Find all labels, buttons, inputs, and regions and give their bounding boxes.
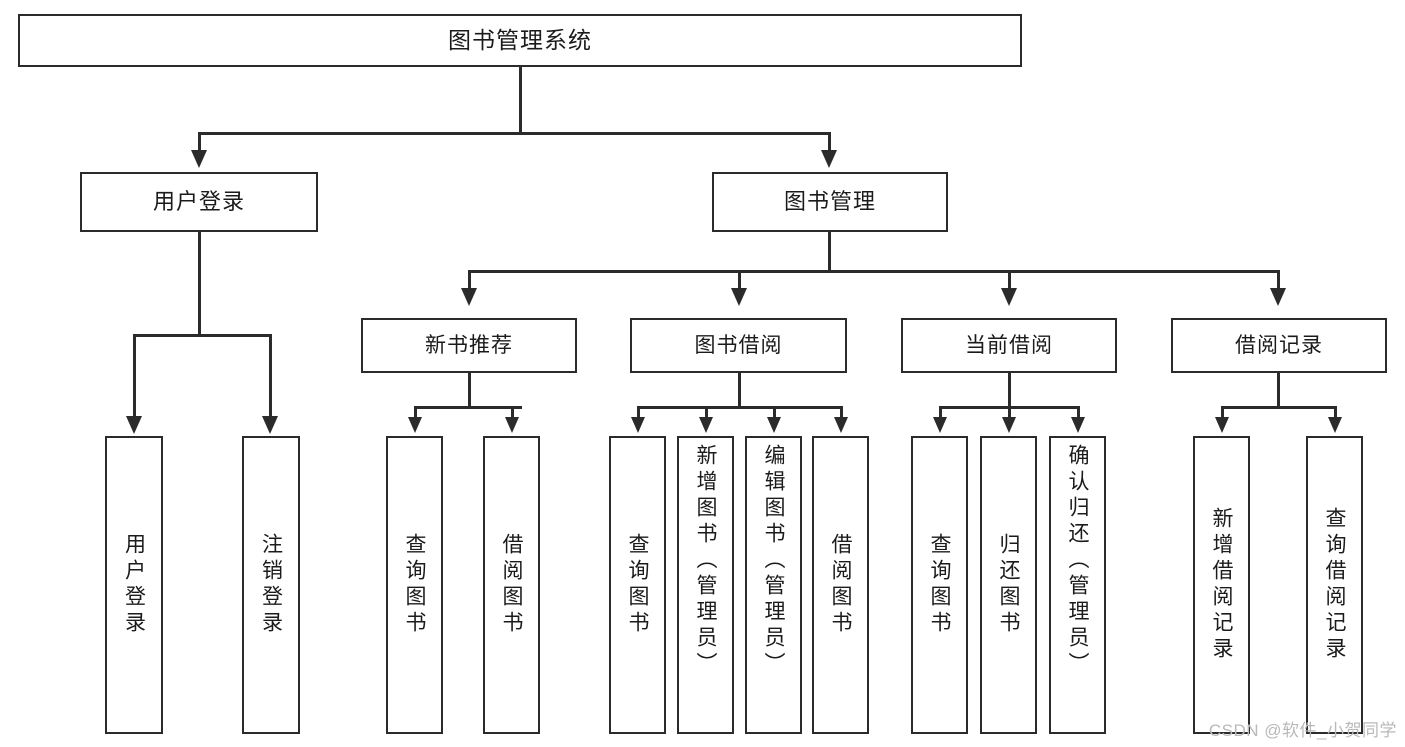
- arrow-currentborrow-to-leaf3: [1071, 417, 1085, 433]
- edge-userlogin-to-leaf2: [269, 334, 272, 418]
- node-book-management[interactable]: 图书管理: [712, 172, 948, 232]
- node-label: 当前借阅: [965, 333, 1053, 357]
- edge-bookborrow-bar: [637, 406, 842, 409]
- node-label: 查询图书: [928, 533, 951, 637]
- leaf-query-book-current[interactable]: 查询图书: [911, 436, 968, 734]
- node-current-borrow[interactable]: 当前借阅: [901, 318, 1117, 373]
- node-label: 编辑图书（管理员）: [762, 444, 785, 678]
- edge-userlogin-bar: [133, 334, 271, 337]
- node-label: 图书借阅: [694, 333, 783, 357]
- leaf-query-book-newbook[interactable]: 查询图书: [386, 436, 443, 734]
- node-label: 查询图书: [403, 533, 426, 637]
- arrow-currentborrow-to-leaf2: [1002, 417, 1016, 433]
- edge-currentborrow-to-leaf2: [1008, 406, 1011, 418]
- leaf-edit-book-admin[interactable]: 编辑图书（管理员）: [745, 436, 802, 734]
- node-label: 借阅记录: [1235, 333, 1323, 357]
- arrow-bookmgmt-to-borrow: [731, 288, 747, 306]
- node-label: 注销登录: [259, 533, 283, 637]
- arrow-newbook-to-leaf1: [408, 417, 422, 433]
- leaf-logout[interactable]: 注销登录: [242, 436, 300, 734]
- edge-newbook-down: [468, 373, 471, 408]
- edge-bookborrow-to-leaf3: [773, 406, 776, 418]
- arrow-bookborrow-to-leaf3: [767, 417, 781, 433]
- node-label: 新增图书（管理员）: [694, 444, 717, 678]
- edge-bookborrow-to-leaf2: [705, 406, 708, 418]
- arrow-bookborrow-to-leaf1: [631, 417, 645, 433]
- arrow-newbook-to-leaf2: [505, 417, 519, 433]
- node-new-book-recommend[interactable]: 新书推荐: [361, 318, 577, 373]
- edge-borrowrecord-to-leaf1: [1221, 406, 1224, 418]
- leaf-query-borrow-record[interactable]: 查询借阅记录: [1306, 436, 1363, 734]
- edge-root-bar: [198, 132, 830, 135]
- edge-newbook-to-leaf2: [511, 406, 514, 418]
- arrow-bookborrow-to-leaf2: [699, 417, 713, 433]
- arrow-bookmgmt-to-current: [1001, 288, 1017, 306]
- node-user-login[interactable]: 用户登录: [80, 172, 318, 232]
- arrow-bookmgmt-to-new: [461, 288, 477, 306]
- edge-bookmgmt-to-new: [468, 270, 471, 292]
- leaf-add-book-admin[interactable]: 新增图书（管理员）: [677, 436, 734, 734]
- edge-currentborrow-down: [1008, 373, 1011, 408]
- arrow-currentborrow-to-leaf1: [933, 417, 947, 433]
- node-label: 借阅图书: [500, 533, 523, 637]
- edge-bookmgmt-to-borrow: [738, 270, 741, 292]
- arrow-borrowrecord-to-leaf1: [1215, 417, 1229, 433]
- edge-root-to-login: [198, 132, 201, 154]
- edge-newbook-to-leaf1: [414, 406, 417, 418]
- node-label: 归还图书: [997, 533, 1020, 637]
- leaf-user-login[interactable]: 用户登录: [105, 436, 163, 734]
- arrow-borrowrecord-to-leaf2: [1328, 417, 1342, 433]
- arrow-bookborrow-to-leaf4: [834, 417, 848, 433]
- arrow-userlogin-to-leaf1: [126, 416, 142, 434]
- edge-borrowrecord-down: [1277, 373, 1280, 408]
- edge-borrowrecord-bar: [1221, 406, 1336, 409]
- edge-userlogin-to-leaf1: [133, 334, 136, 418]
- node-root-system[interactable]: 图书管理系统: [18, 14, 1022, 67]
- arrow-root-to-bookmgmt: [821, 150, 837, 168]
- arrow-userlogin-to-leaf2: [262, 416, 278, 434]
- edge-bookmgmt-down: [828, 232, 831, 272]
- node-label: 用户登录: [152, 188, 245, 214]
- edge-bookborrow-to-leaf1: [637, 406, 640, 418]
- node-label: 新增借阅记录: [1210, 507, 1233, 663]
- node-label: 用户登录: [122, 533, 146, 637]
- edge-currentborrow-to-leaf1: [939, 406, 942, 418]
- node-label: 确认归还（管理员）: [1066, 444, 1089, 678]
- leaf-borrow-book[interactable]: 借阅图书: [812, 436, 869, 734]
- leaf-return-book[interactable]: 归还图书: [980, 436, 1037, 734]
- arrow-bookmgmt-to-record: [1270, 288, 1286, 306]
- leaf-query-book-borrow[interactable]: 查询图书: [609, 436, 666, 734]
- node-label: 图书管理系统: [448, 26, 592, 53]
- leaf-add-borrow-record[interactable]: 新增借阅记录: [1193, 436, 1250, 734]
- edge-bookborrow-to-leaf4: [840, 406, 843, 418]
- edge-bookmgmt-to-record: [1277, 270, 1280, 292]
- edge-bookmgmt-to-current: [1008, 270, 1011, 292]
- edge-root-down: [519, 67, 522, 134]
- edge-bookmgmt-bar: [468, 270, 1280, 273]
- watermark-text: CSDN @软件_小贺同学: [1208, 721, 1397, 740]
- edge-currentborrow-to-leaf3: [1077, 406, 1080, 418]
- node-label: 查询图书: [626, 533, 649, 637]
- node-label: 查询借阅记录: [1323, 507, 1346, 663]
- edge-borrowrecord-to-leaf2: [1334, 406, 1337, 418]
- edge-bookborrow-down: [738, 373, 741, 408]
- edge-newbook-bar: [414, 406, 522, 409]
- leaf-confirm-return-admin[interactable]: 确认归还（管理员）: [1049, 436, 1106, 734]
- node-label: 图书管理: [783, 188, 876, 214]
- edge-root-to-bookmgmt: [828, 132, 831, 154]
- edge-userlogin-down: [198, 232, 201, 336]
- node-borrow-record[interactable]: 借阅记录: [1171, 318, 1387, 373]
- leaf-borrow-book-newbook[interactable]: 借阅图书: [483, 436, 540, 734]
- arrow-root-to-login: [191, 150, 207, 168]
- node-label: 新书推荐: [425, 333, 513, 357]
- node-book-borrow[interactable]: 图书借阅: [630, 318, 847, 373]
- node-label: 借阅图书: [829, 533, 852, 637]
